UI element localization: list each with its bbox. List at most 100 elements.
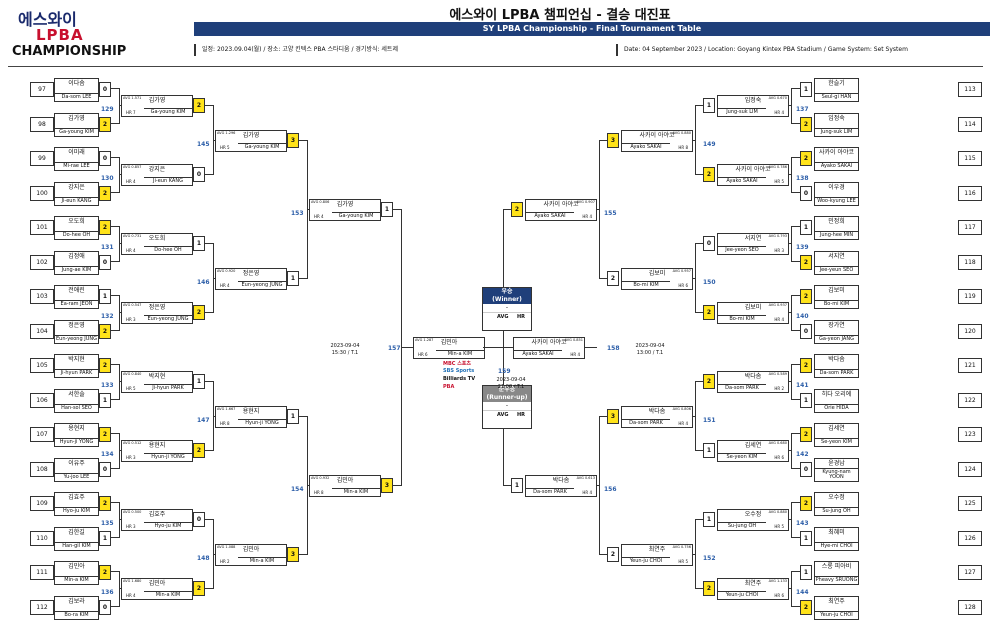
match-number: 136 bbox=[101, 589, 114, 597]
bracket-line bbox=[695, 174, 703, 176]
player-average: AVG 0.613 bbox=[576, 475, 595, 480]
seed-number: 106 bbox=[30, 392, 54, 408]
player-average: AVG 1.133 bbox=[768, 579, 787, 584]
bracket-line bbox=[393, 208, 401, 210]
score-box: 3 bbox=[287, 546, 299, 562]
bracket-line bbox=[119, 312, 121, 314]
player-name-ko: 서한솔 bbox=[68, 390, 85, 398]
match-number: 129 bbox=[101, 106, 114, 114]
player-name-en: Jung-hee MIN bbox=[815, 231, 858, 238]
bracket-line bbox=[791, 226, 792, 262]
final-match-number: 159 bbox=[498, 368, 511, 375]
player-name-en: Da-som LEE bbox=[55, 93, 98, 100]
score-box: 1 bbox=[800, 392, 812, 408]
score-box: 2 bbox=[703, 167, 715, 183]
seed-number: 110 bbox=[30, 530, 54, 546]
match-number: 148 bbox=[197, 554, 210, 562]
player-name-en: Ji-hyun PARK bbox=[55, 369, 98, 376]
score-box: 3 bbox=[607, 132, 619, 148]
bracket-line bbox=[111, 571, 119, 572]
bracket-line bbox=[299, 415, 307, 417]
bracket-line bbox=[789, 243, 791, 245]
score-box: 2 bbox=[800, 254, 812, 270]
bracket-line bbox=[693, 277, 695, 279]
bracket-line bbox=[307, 484, 309, 486]
player-name-ko: 박지현 bbox=[148, 373, 166, 381]
player-high-run: HR 5 bbox=[678, 558, 688, 564]
event-info-korean: 일정: 2023.09.04(월) / 장소: 고양 킨텍스 PBA 스타디움 … bbox=[194, 44, 398, 56]
score-box: 0 bbox=[99, 599, 111, 615]
bracket-line bbox=[599, 139, 600, 279]
player-average: AVG 0.731 bbox=[123, 234, 142, 239]
bracket-line bbox=[789, 588, 791, 590]
seed-number: 125 bbox=[958, 496, 982, 511]
seed-number: 116 bbox=[958, 185, 982, 201]
score-box: 1 bbox=[287, 408, 299, 424]
score-box: 1 bbox=[800, 82, 812, 97]
bracket-line bbox=[213, 415, 215, 417]
player-name-ko: 서지연 bbox=[828, 252, 845, 260]
player-name-en: Ji-hyun PARK bbox=[144, 384, 192, 391]
score-box: 2 bbox=[193, 98, 205, 114]
score-box: 1 bbox=[193, 374, 205, 390]
winner-heading-en: (Winner) bbox=[492, 296, 522, 303]
bracket-line bbox=[791, 502, 792, 538]
player-name-en: Jung-suk LIM bbox=[815, 127, 858, 135]
runner-up-heading-ko: 준우승 bbox=[498, 386, 516, 393]
score-box: 2 bbox=[99, 565, 111, 580]
runner-up-name-blank: - bbox=[483, 402, 531, 411]
score-box: 2 bbox=[193, 581, 205, 597]
player-name-ko: 이우경 bbox=[828, 183, 845, 191]
player-name-ko: 이다솜 bbox=[68, 80, 85, 87]
seed-number: 121 bbox=[958, 358, 982, 373]
match-number: 142 bbox=[796, 451, 809, 459]
player-name-en: Bo-mi KIM bbox=[718, 315, 766, 322]
score-box: 2 bbox=[607, 546, 619, 562]
bracket-line bbox=[792, 226, 800, 227]
player-name-ko: 이유주 bbox=[68, 459, 85, 467]
bracket-line bbox=[789, 174, 791, 176]
player-name-ko: 사카이 아야코 bbox=[543, 200, 579, 208]
player-high-run: HR 5 bbox=[774, 179, 784, 185]
player-average: AVG 0.670 bbox=[768, 96, 787, 101]
score-box: 2 bbox=[99, 427, 111, 442]
bracket-line bbox=[119, 243, 121, 245]
score-box: 2 bbox=[99, 116, 111, 132]
player-average: AVG 0.786 bbox=[768, 165, 787, 170]
player-name-en: Ga-young KIM bbox=[238, 142, 286, 150]
bracket-line bbox=[599, 553, 607, 555]
bracket-line bbox=[791, 157, 792, 193]
bracket-line bbox=[791, 433, 792, 469]
score-box: 1 bbox=[99, 530, 111, 546]
player-name-ko: 최연주 bbox=[828, 597, 845, 605]
score-box: 2 bbox=[193, 305, 205, 321]
match-number: 147 bbox=[197, 416, 210, 424]
match-number: 133 bbox=[101, 382, 114, 390]
seed-number: 108 bbox=[30, 461, 54, 477]
player-name-ko: 김한길 bbox=[68, 528, 85, 536]
player-name-en: Do-hee OH bbox=[144, 246, 192, 253]
winner-hr-label: HR bbox=[516, 314, 525, 320]
score-box: 1 bbox=[287, 270, 299, 286]
sponsor-mbc: MBC 스포츠 bbox=[443, 361, 471, 367]
player-name-en: Ji-eun KANG bbox=[55, 196, 98, 204]
player-name-en: Ayako SAKAI bbox=[526, 211, 574, 219]
seed-number: 120 bbox=[958, 323, 982, 339]
match-number: 156 bbox=[604, 485, 617, 493]
player-average: AVG 0.957 bbox=[672, 268, 691, 273]
score-box: 1 bbox=[703, 512, 715, 528]
player-name-en: Min-a KIM bbox=[436, 349, 484, 357]
score-box: 0 bbox=[99, 151, 111, 166]
